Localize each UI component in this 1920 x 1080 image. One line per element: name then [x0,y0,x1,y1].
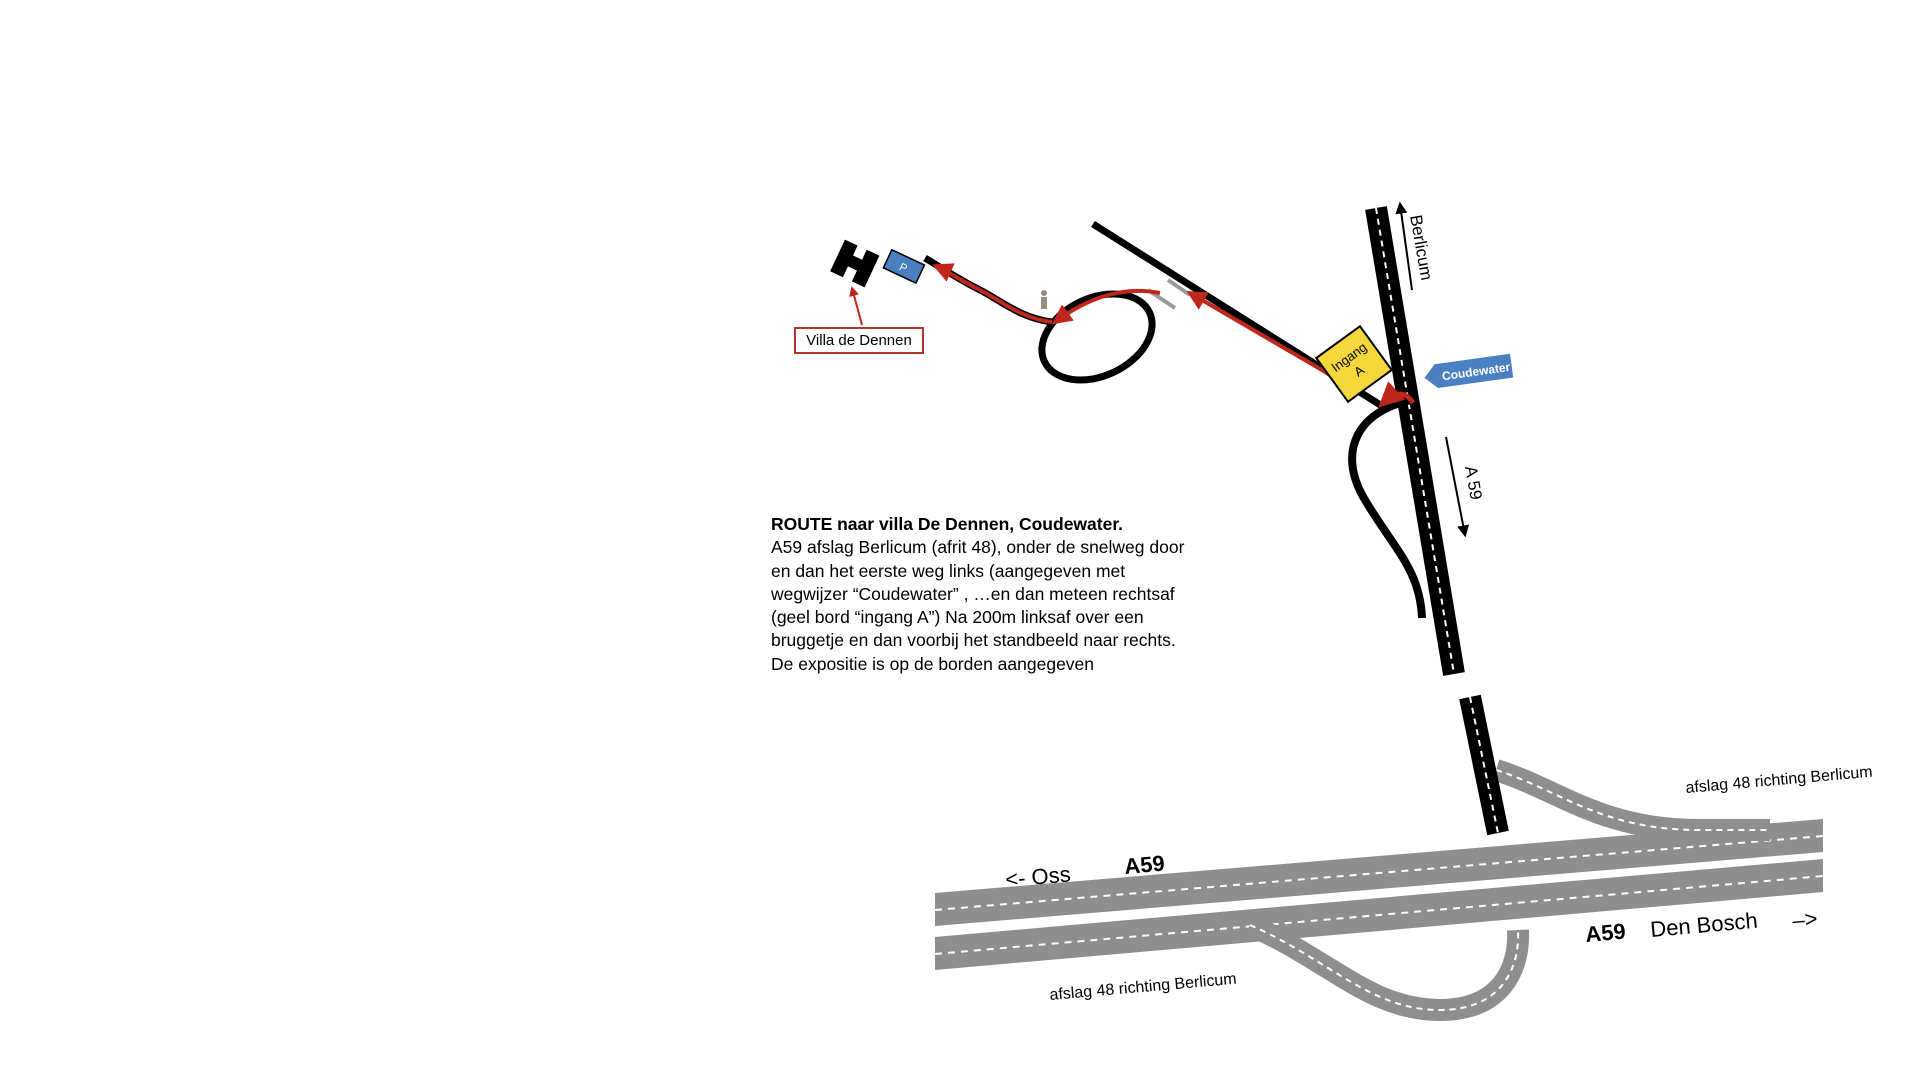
svg-text:P: P [897,261,909,275]
route-line-2: en dan het eerste weg links (aangegeven … [771,560,1126,581]
exit-label-top: afslag 48 richting Berlicum [1685,764,1873,797]
route-line-1: A59 afslag Berlicum (afrit 48), onder de… [771,537,1185,558]
highway-a59 [934,819,1824,970]
road-berlicum [1365,206,1509,836]
route-title: ROUTE naar villa De Dennen, Coudewater. [771,514,1124,534]
route-line-5: bruggetje en dan voorbij het standbeeld … [771,630,1176,651]
parking-access-road [923,254,1053,326]
loop-road [1038,290,1156,384]
villa-label: Villa de Dennen [794,327,924,354]
side-loop-road [1348,396,1426,619]
highway-east-label: Den Bosch [1649,908,1758,942]
highway-name-top: A59 [1123,851,1165,879]
highway-west-label: <- Oss [1004,861,1071,892]
highway-east-arrow: –> [1791,906,1818,933]
coudewater-sign: Coudewater [1424,353,1514,389]
north-arrow [1395,201,1413,291]
route-line-4: (geel bord “ingang A”) Na 200m linksaf o… [771,607,1144,628]
route-line-3: wegwijzer “Coudewater” , …en dan meteen … [771,583,1175,604]
ingang-a-sign: Ingang A [1314,324,1394,404]
exit-ramp-top [1492,759,1770,841]
villa-pointer [849,286,863,326]
exit-ramp-bottom [1245,914,1530,1022]
building-icon [830,239,880,288]
route-description: ROUTE naar villa De Dennen, Coudewater. … [771,513,1241,676]
highway-name-bottom: A59 [1584,919,1626,947]
south-direction-label: A 59 [1461,464,1486,501]
route-line-6: De expositie is op de borden aangegeven [771,653,1095,674]
exit-label-bottom: afslag 48 richting Berlicum [1049,971,1237,1004]
statue-icon [1041,290,1047,309]
north-direction-label: Berlicum [1406,213,1436,281]
parking-icon: P [882,248,926,285]
south-arrow [1445,436,1470,538]
